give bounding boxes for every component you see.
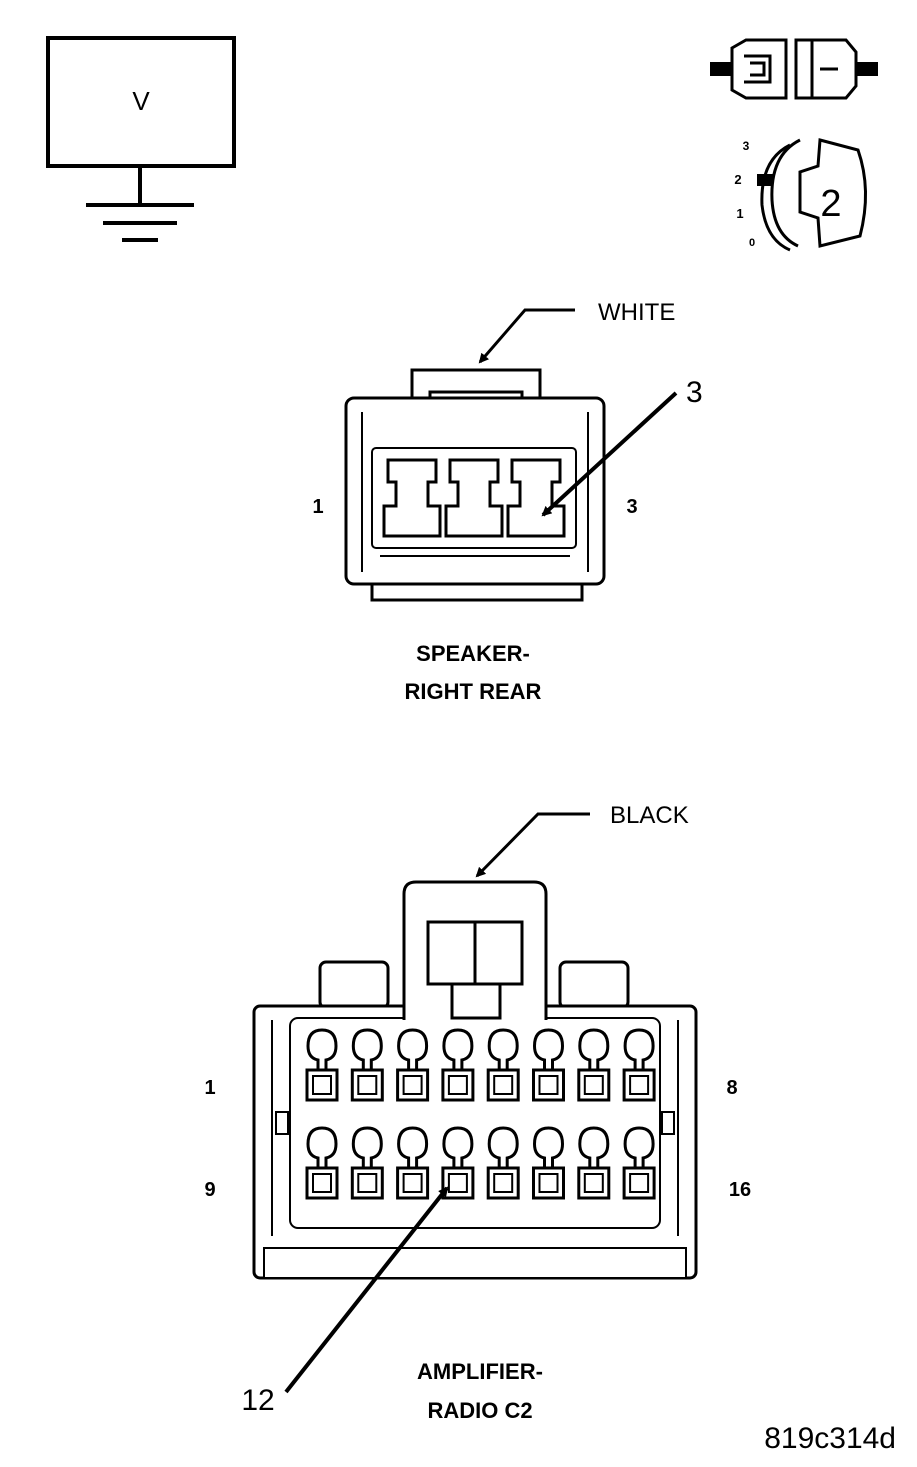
amplifier-cavity-2 (350, 1028, 384, 1102)
amplifier-cavity-5 (486, 1028, 520, 1102)
speaker-color-leader (478, 308, 575, 364)
amplifier-title-line1: AMPLIFIER- (417, 1359, 543, 1384)
voltmeter-label: V (132, 86, 150, 116)
amplifier-row1-last-label: 8 (726, 1077, 737, 1099)
amplifier-title-line2: RADIO C2 (427, 1398, 532, 1423)
amplifier-cavity-11 (396, 1126, 430, 1200)
amplifier-cavity-4 (441, 1028, 475, 1102)
key-position-1: 1 (736, 206, 743, 221)
key-position-0: 0 (749, 237, 755, 249)
key-selected-position: 2 (820, 183, 841, 225)
speaker-color-label: WHITE (598, 299, 675, 326)
amplifier-cavity-8 (622, 1028, 656, 1102)
amplifier-color-label: BLACK (610, 802, 689, 829)
amplifier-cavity-13 (486, 1126, 520, 1200)
amplifier-row2-first-label: 9 (204, 1179, 215, 1201)
amplifier-cavity-1 (305, 1028, 339, 1102)
speaker-cavity-2 (444, 458, 504, 538)
voltmeter-ground-icon (46, 36, 236, 242)
speaker-cavity-3 (506, 458, 566, 538)
speaker-cavity-group (382, 458, 566, 538)
speaker-cavity-1 (382, 458, 442, 538)
amplifier-cavity-3 (396, 1028, 430, 1102)
amplifier-color-leader (475, 812, 590, 878)
disconnected-connector-icon (710, 38, 878, 100)
amplifier-probe-arrow (284, 1186, 449, 1394)
key-position-3: 3 (743, 139, 750, 153)
amplifier-cavity-group (305, 1028, 656, 1200)
ignition-key-icon (757, 138, 867, 252)
speaker-title-line1: SPEAKER- (416, 641, 530, 666)
speaker-title-line2: RIGHT REAR (405, 679, 542, 704)
amplifier-cavity-15 (577, 1126, 611, 1200)
speaker-probe-pin-label: 3 (686, 376, 703, 409)
amplifier-cavity-14 (532, 1126, 565, 1200)
speaker-pin-last-label: 3 (626, 496, 637, 518)
amplifier-cavity-7 (577, 1028, 611, 1102)
amplifier-cavity-10 (350, 1126, 384, 1200)
key-position-2: 2 (734, 172, 741, 187)
amplifier-cavity-16 (622, 1126, 656, 1200)
figure-id: 819c314d (764, 1422, 896, 1455)
amplifier-cavity-9 (305, 1126, 339, 1200)
speaker-probe-arrow (541, 391, 678, 517)
amplifier-row2-last-label: 16 (729, 1179, 751, 1201)
amplifier-cavity-6 (532, 1028, 565, 1102)
amplifier-row1-first-label: 1 (204, 1077, 215, 1099)
speaker-pin-first-label: 1 (312, 496, 323, 518)
amplifier-probe-pin-label: 12 (241, 1384, 274, 1417)
